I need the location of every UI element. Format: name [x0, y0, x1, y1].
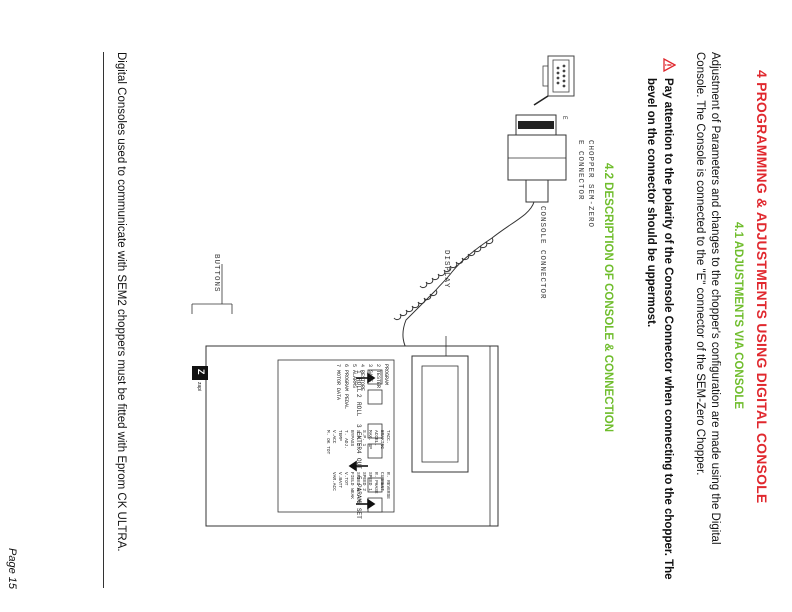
key-1-label: ROLL — [355, 378, 362, 393]
zapi-logo-icon — [192, 366, 208, 380]
e-connector-icon — [542, 55, 575, 97]
param-label: TACC. — [385, 430, 390, 444]
menu-item: PROGRAM — [383, 364, 389, 386]
param-label: FIELD WEAK — [349, 472, 354, 500]
param-label: T. ADJ. — [343, 430, 348, 449]
console-menu: PROGRAM 2 TESTER 3 SAVE 4 RESTORE 5 ALAR… — [334, 364, 390, 409]
menu-item: 6 PROGRAM PEDAL — [343, 364, 349, 410]
key-4-num: 4 — [355, 450, 362, 454]
key-3-num: 3 — [355, 424, 362, 428]
param-label: BRAKING — [379, 430, 384, 449]
param-label: MAX. SP — [367, 430, 372, 449]
display-label: DISPLAY — [442, 250, 450, 289]
param-label: ACCEL. — [373, 430, 378, 447]
menu-item: 2 TESTER — [375, 364, 381, 389]
key-1-num: 1 — [355, 370, 362, 374]
key-6-num: 6 — [355, 500, 362, 504]
param-label: R. PHASE — [373, 472, 378, 494]
param-label: V.ACC — [331, 430, 336, 444]
warning-triangle-icon — [662, 57, 677, 73]
key-3-label: ENTER — [355, 432, 362, 451]
param-label: M. OK TOT — [325, 430, 330, 455]
page-number: Page 15 — [6, 548, 18, 589]
key-2-label: ROLL — [355, 402, 362, 417]
logo-small-text: zapi — [196, 382, 202, 392]
footer-note: Digital Consoles used to communicate wit… — [115, 52, 127, 552]
key-5-num: 5 — [355, 476, 362, 480]
menu-item: 7 MOTOR DATA — [335, 364, 341, 401]
param-label: V.BATT — [337, 472, 342, 489]
buttons-label: BUTTONS — [212, 254, 220, 293]
param-label: R. REVERSE — [385, 472, 390, 500]
param-label: BYPASS — [349, 430, 354, 447]
key-4-label: OUT — [355, 458, 362, 469]
footer-rule — [103, 52, 104, 588]
connector-letter: E — [561, 116, 568, 121]
console-keys — [367, 369, 383, 513]
e-connector-label: E CONNECTOR — [576, 140, 584, 201]
param-label: SPEED 1 — [367, 472, 372, 491]
console-connector-label: CONSOLE CONNECTOR — [538, 206, 546, 300]
param-label: VAR.ACC — [331, 472, 336, 491]
key-6-label: SET — [355, 508, 362, 519]
digital-console — [192, 345, 499, 527]
key-2-num: 2 — [355, 394, 362, 398]
coiled-cable — [393, 201, 535, 353]
logo-letter: Z — [196, 369, 206, 375]
menu-item: 3 SAVE — [367, 364, 373, 383]
chopper-sem-zero-label: CHOPPER SEM-ZERO — [586, 140, 594, 229]
arrow-icons — [348, 372, 376, 510]
console-connector-plug-icon — [507, 114, 567, 203]
